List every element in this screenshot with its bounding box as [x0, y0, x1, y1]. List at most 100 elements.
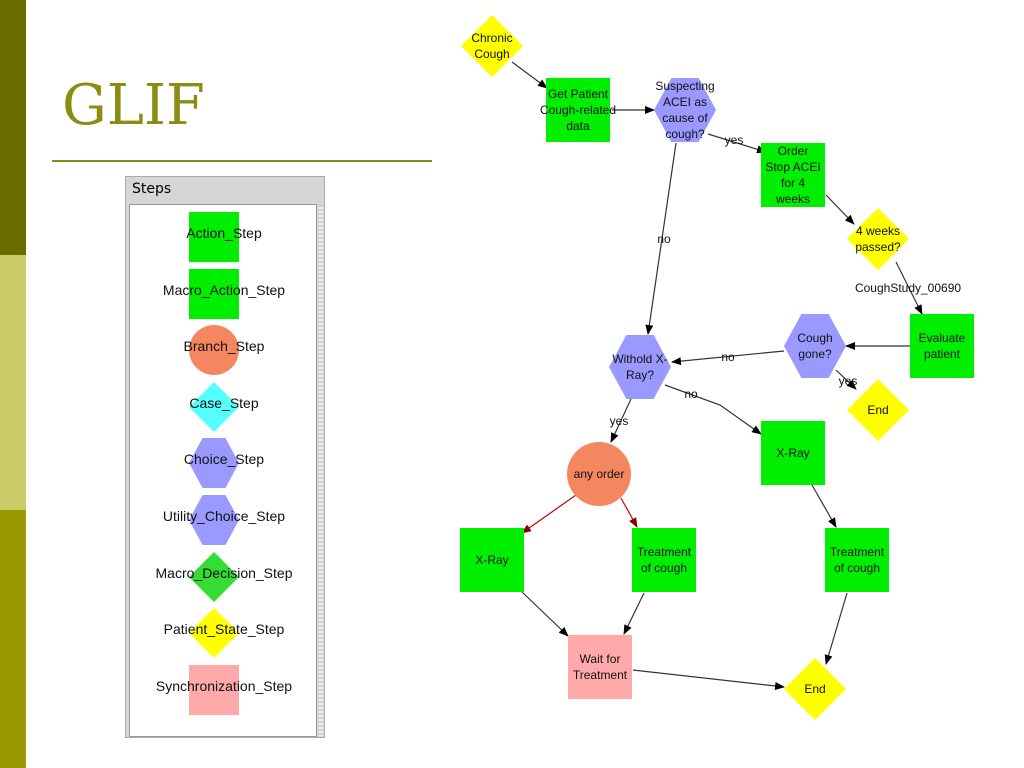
palette-item-utility-choice-step[interactable]: Utility_Choice_Step — [130, 490, 318, 546]
node-label-line: End — [804, 682, 825, 696]
node-xray-l[interactable]: X-Ray — [460, 528, 524, 592]
edge-suspect-to-order — [707, 133, 767, 154]
node-label-line: Treatment — [830, 545, 885, 559]
node-label-line: X-Ray — [475, 553, 508, 567]
hexagon-shape — [654, 78, 716, 142]
node-label-line: cough? — [665, 127, 705, 141]
edge-withold-to-xray_r — [664, 384, 762, 435]
diamond-shape — [847, 379, 909, 441]
palette-item-branch-step[interactable]: Branch_Step — [130, 320, 318, 376]
palette-item-label: Utility_Choice_Step — [162, 508, 286, 524]
node-end2[interactable]: End — [784, 658, 846, 720]
title-divider — [52, 160, 432, 162]
node-evaluate[interactable]: Evaluate patient — [910, 314, 974, 378]
diamond-shape — [784, 658, 846, 720]
node-label-line: X-Ray — [776, 446, 809, 460]
node-label-line: Order — [778, 144, 809, 158]
node-withold[interactable]: Withold X-Ray? — [609, 335, 671, 399]
palette-item-label: Synchronization_Step — [155, 677, 293, 694]
node-label-line: passed? — [855, 240, 901, 254]
edge-xray_l-to-wait — [521, 591, 569, 637]
palette-item-synchronization-step[interactable]: Synchronization_Step — [130, 660, 318, 716]
steps-palette-header: Steps — [132, 181, 172, 197]
circle-icon — [188, 324, 240, 376]
edge-anyorder-to-xray_l — [521, 494, 577, 534]
hexagon-shape — [784, 314, 846, 378]
edge-order-to-weeks — [825, 194, 855, 225]
edge-treat_r-to-end2 — [824, 592, 848, 665]
node-treat-r[interactable]: Treatment of cough — [825, 528, 889, 592]
node-label-line: Chronic — [471, 31, 512, 45]
palette-item-macro-action-step[interactable]: Macro_Action_Step — [130, 264, 318, 320]
node-label-line: Cough — [474, 47, 509, 61]
edge-label: yes — [839, 374, 858, 388]
palette-item-label: Action_Step — [186, 225, 262, 241]
diamond-icon — [188, 607, 240, 659]
palette-item-label: Branch_Step — [183, 338, 265, 355]
edge-suspect-to-withold — [645, 142, 677, 335]
square-shape — [761, 143, 825, 207]
node-end1[interactable]: End — [847, 379, 909, 441]
node-label-line: Wait for — [580, 652, 621, 666]
square-icon — [188, 268, 240, 320]
square-shape — [910, 314, 974, 378]
edge-gone-to-end1 — [835, 369, 857, 390]
node-label-line: End — [867, 403, 888, 417]
node-label-line: ACEI as — [663, 95, 707, 109]
square-shape — [460, 528, 524, 592]
square-shape — [825, 528, 889, 592]
sidebar-band-dark — [0, 0, 26, 255]
edge-label: no — [721, 350, 735, 364]
edge-treat_m-to-wait — [623, 592, 645, 635]
edge-gone-to-withold — [671, 350, 785, 366]
diamond-shape — [461, 15, 523, 77]
node-label-line: Stop ACEI — [765, 160, 820, 174]
palette-item-action-step[interactable]: Action_Step — [130, 207, 318, 263]
node-label-line: for 4 — [781, 176, 805, 190]
palette-item-patient-state-step[interactable]: Patient_State_Step — [130, 603, 318, 659]
square-icon — [188, 664, 240, 716]
node-anyorder[interactable]: any order — [567, 442, 631, 506]
node-label-line: Cough-related — [540, 103, 616, 117]
edge-label: no — [684, 387, 698, 401]
node-xray-r[interactable]: X-Ray — [761, 421, 825, 485]
node-label-line: gone? — [798, 347, 832, 361]
edge-label: no — [657, 232, 671, 246]
palette-item-macro-decision-step[interactable]: Macro_Decision_Step — [130, 547, 318, 603]
node-label-line: Cough — [797, 331, 832, 345]
node-label-line: Treatment — [637, 545, 692, 559]
edge-label: yes — [610, 414, 629, 428]
node-label-line: weeks — [775, 192, 810, 206]
node-label-line: of cough — [834, 561, 880, 575]
edge-chronic-to-getdata — [511, 61, 548, 89]
square-shape — [761, 421, 825, 485]
square-shape — [568, 635, 632, 699]
palette-item-label: Macro_Action_Step — [162, 281, 286, 298]
node-label-line: patient — [924, 347, 961, 361]
node-label-line: Treatment — [573, 668, 628, 682]
palette-item-label: Case_Step — [189, 394, 259, 411]
node-label-line: cause of — [662, 111, 708, 125]
steps-palette-scrollbar[interactable] — [318, 205, 323, 736]
sidebar-band-light — [0, 255, 26, 510]
edge-anyorder-to-treat_m — [620, 497, 638, 528]
node-gone[interactable]: Cough gone? — [784, 314, 846, 378]
node-label-line: Evaluate — [919, 331, 966, 345]
hexagon-icon — [188, 494, 240, 546]
square-icon — [188, 211, 240, 263]
node-label-line: Ray? — [626, 368, 654, 382]
diamond-icon — [188, 381, 240, 433]
palette-item-choice-step[interactable]: Choice_Step — [130, 433, 318, 489]
palette-item-label: Choice_Step — [183, 451, 265, 468]
palette-item-case-step[interactable]: Case_Step — [130, 377, 318, 433]
